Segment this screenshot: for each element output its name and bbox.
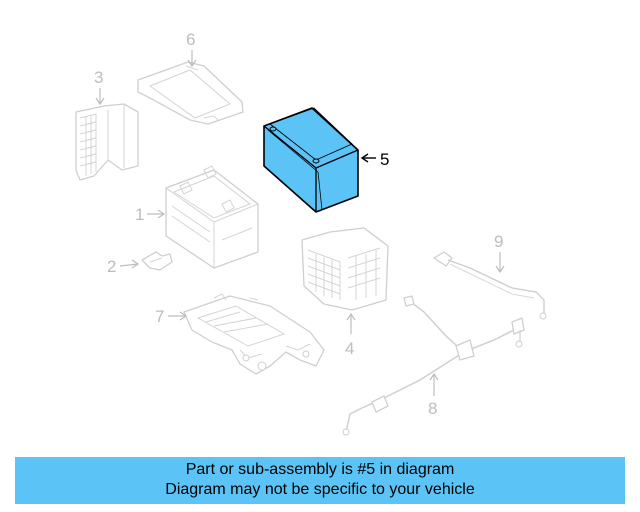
callout-1: 1	[135, 205, 144, 224]
banner-line-disclaimer: Diagram may not be specific to your vehi…	[165, 481, 475, 498]
callout-2: 2	[107, 257, 116, 276]
info-banner: Part or sub-assembly is #5 in diagram Di…	[15, 457, 625, 504]
part-7-battery-tray[interactable]	[183, 293, 325, 375]
part-5-battery[interactable]	[263, 107, 359, 213]
banner-line-part: Part or sub-assembly is #5 in diagram	[185, 461, 455, 478]
part-1-battery[interactable]	[165, 165, 259, 269]
callout-7: 7	[155, 307, 164, 326]
part-9-ground-cable[interactable]	[433, 251, 547, 320]
part-6-battery-cover[interactable]	[137, 61, 244, 125]
parts-diagram: 6 3 5 1 2	[75, 30, 547, 436]
callout-3: 3	[94, 68, 103, 87]
callout-8: 8	[428, 399, 437, 418]
callout-4: 4	[345, 339, 354, 358]
part-3-side-panel[interactable]	[75, 103, 139, 181]
callout-5: 5	[380, 150, 389, 169]
part-2-hold-down-clamp[interactable]	[141, 251, 173, 271]
callout-9: 9	[494, 232, 503, 251]
part-4-insulation-wrap[interactable]	[301, 227, 389, 311]
part-8-positive-cable[interactable]	[342, 295, 525, 436]
callout-6: 6	[186, 30, 195, 49]
leader-2	[119, 263, 139, 267]
